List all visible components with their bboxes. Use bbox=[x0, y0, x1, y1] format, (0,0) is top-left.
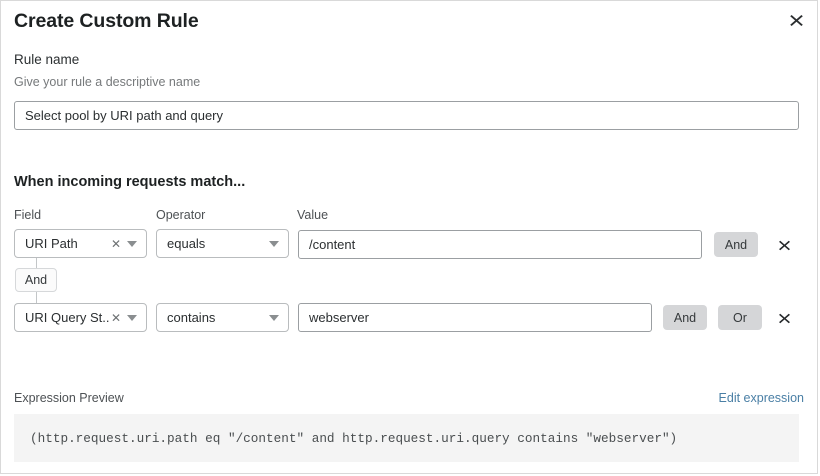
chevron-down-icon bbox=[269, 314, 279, 321]
operator-select-row-1-value: equals bbox=[167, 236, 206, 251]
group-connector-and-badge[interactable]: And bbox=[15, 268, 57, 292]
chevron-down-icon bbox=[127, 314, 137, 321]
edit-expression-link[interactable]: Edit expression bbox=[718, 391, 804, 405]
connector-line-bottom bbox=[36, 292, 37, 303]
operator-select-row-2[interactable]: contains bbox=[156, 303, 289, 332]
close-icon[interactable] bbox=[783, 7, 809, 33]
field-select-row-1[interactable]: URI Path ✕ bbox=[14, 229, 147, 258]
rule-name-input[interactable] bbox=[14, 101, 799, 130]
expression-preview-code: (http.request.uri.path eq "/content" and… bbox=[30, 430, 678, 446]
expression-preview-box: (http.request.uri.path eq "/content" and… bbox=[14, 414, 799, 462]
field-select-row-2-value: URI Query St... bbox=[25, 310, 109, 325]
conditions-heading: When incoming requests match... bbox=[14, 174, 246, 190]
value-input-row-1[interactable] bbox=[298, 230, 702, 259]
chevron-down-icon bbox=[269, 240, 279, 247]
dialog-title: Create Custom Rule bbox=[14, 10, 199, 32]
expression-preview-label: Expression Preview bbox=[14, 391, 124, 405]
clear-icon[interactable]: ✕ bbox=[110, 236, 121, 251]
connector-line-top bbox=[36, 258, 37, 268]
column-header-field: Field bbox=[14, 208, 42, 222]
rule-name-description: Give your rule a descriptive name bbox=[14, 75, 201, 89]
column-header-value: Value bbox=[297, 208, 329, 222]
operator-select-row-2-value: contains bbox=[167, 310, 216, 325]
field-select-row-1-value: URI Path bbox=[25, 236, 78, 251]
operator-select-row-1[interactable]: equals bbox=[156, 229, 289, 258]
rule-name-label: Rule name bbox=[14, 52, 80, 67]
and-button-row-1[interactable]: And bbox=[714, 232, 758, 257]
and-button-row-2[interactable]: And bbox=[663, 305, 707, 330]
clear-icon[interactable]: ✕ bbox=[110, 310, 121, 325]
remove-condition-row-1[interactable] bbox=[773, 234, 795, 256]
field-select-row-2[interactable]: URI Query St... ✕ bbox=[14, 303, 147, 332]
value-input-row-2[interactable] bbox=[298, 303, 652, 332]
or-button-row-2[interactable]: Or bbox=[718, 305, 762, 330]
remove-condition-row-2[interactable] bbox=[773, 307, 795, 329]
column-header-operator: Operator bbox=[156, 208, 206, 222]
chevron-down-icon bbox=[127, 240, 137, 247]
